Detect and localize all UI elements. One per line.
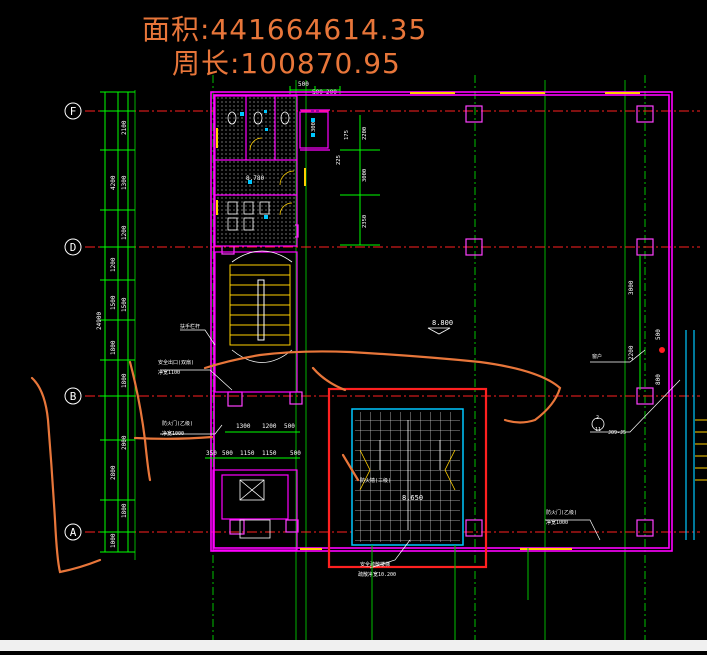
dim-left-in-7: 1800 — [121, 503, 128, 518]
shaft-dim-2: 300 — [311, 122, 317, 132]
stair-curve-bottom — [231, 349, 293, 363]
grid-solid-lines — [134, 80, 626, 640]
note-fire-door: 防火门(乙级) — [162, 420, 193, 427]
note-ramp: 安全出口(双扇) — [158, 359, 194, 366]
axis-label-d: D — [70, 241, 77, 254]
axis-label-a: A — [70, 526, 77, 539]
elev-dim-1: 350 — [206, 450, 217, 457]
left-dim-texts: 24900 4200 1200 1500 1800 2800 1000 2100… — [96, 120, 128, 548]
note-right: 防火门(乙级) — [546, 509, 577, 516]
bottom-green-lines — [371, 545, 529, 640]
elevator-car — [239, 479, 271, 539]
toilet-fixtures — [227, 111, 295, 231]
axis-bubbles — [64, 102, 82, 541]
core-level: 8.650 — [402, 494, 423, 502]
elev-dim-2: 500 — [222, 450, 233, 457]
dim-left-seg-3: 1500 — [110, 295, 117, 310]
dim-left-in-5: 1800 — [121, 373, 128, 388]
right-stair — [695, 419, 707, 481]
dim-left-in-3: 1200 — [121, 225, 128, 240]
dim-left-seg-6: 1000 — [110, 533, 117, 548]
red-marker — [659, 347, 665, 353]
right-dim-1: 3000 — [628, 280, 635, 295]
dim-left-seg-5: 2800 — [110, 465, 117, 480]
toilet-level: 8.780 — [246, 175, 264, 182]
shaft-dim-5: 3000 — [362, 169, 368, 182]
note-ramp-sub: 净宽1100 — [158, 369, 180, 376]
dim-left-seg-1: 4200 — [110, 175, 117, 190]
stair-dim-1: 1300 — [236, 423, 251, 430]
shaft-dim-1: 175 — [344, 130, 350, 140]
note-ref-c: J09-J5 — [608, 430, 626, 436]
top-dim-texts: 500 500 200 — [298, 81, 337, 96]
shaft-dim-lines — [340, 115, 380, 246]
right-dims: 3000 2200 500 800 — [628, 280, 662, 385]
toilet-cyan-marks — [240, 110, 315, 219]
note-window: 窗户 — [592, 353, 602, 360]
shaft-dims: 175 300 225 2200 3000 2350 — [311, 122, 368, 228]
left-dimension-lines — [100, 91, 135, 553]
core-inner — [359, 420, 456, 530]
area-readout: 面积:441664614.35 — [142, 13, 428, 46]
elevator-dims: 350 500 1150 1150 500 — [206, 450, 301, 457]
status-strip — [0, 640, 707, 651]
shaft-dim-6: 2350 — [362, 215, 368, 228]
core-note: 防火墙(三级) — [360, 477, 391, 484]
highlight-box — [327, 387, 488, 569]
right-structure — [685, 330, 695, 540]
dim-left-in-2: 1300 — [121, 175, 128, 190]
toilet-yellow-marks — [216, 128, 306, 215]
main-level-triangle — [427, 327, 451, 335]
main-level: 8.800 — [432, 319, 453, 327]
detail-ref-circle — [591, 417, 605, 431]
note-bottom: 安全疏散楼梯 — [360, 561, 390, 568]
shaft-dim-3: 225 — [336, 155, 342, 165]
note-handrail: 扶手栏杆 — [180, 323, 200, 330]
window-strips — [300, 92, 640, 550]
freehand-markup — [30, 350, 562, 574]
note-ref-a: 2 — [596, 415, 599, 421]
shaft-dim-4: 2200 — [362, 127, 368, 140]
elev-dim-3: 1150 — [240, 450, 255, 457]
stair-dim-3: 500 — [284, 423, 295, 430]
right-dim-3: 500 — [655, 329, 662, 340]
dim-left-seg-2: 1200 — [110, 257, 117, 272]
dim-top-1: 500 — [298, 81, 309, 88]
dim-left-in-1: 2100 — [121, 120, 128, 135]
axis-label-f: F — [70, 105, 77, 118]
leader-lines — [160, 329, 681, 569]
stair-walls — [214, 251, 298, 393]
dim-left-in-4: 1500 — [121, 297, 128, 312]
stair-dim-2: 1200 — [262, 423, 277, 430]
note-right-sub: 净宽1000 — [546, 519, 568, 526]
elev-dim-4: 1150 — [262, 450, 277, 457]
elevator — [212, 469, 298, 551]
perimeter-readout: 周长:100870.95 — [172, 47, 401, 80]
note-fire-door-sub: 净宽1000 — [162, 430, 184, 437]
toilet-hatch — [215, 96, 295, 246]
axis-label-b: B — [70, 390, 77, 403]
toilet-walls — [214, 95, 330, 247]
dim-left-in-6: 2000 — [121, 435, 128, 450]
right-dim-4: 800 — [655, 374, 662, 385]
columns — [221, 105, 654, 537]
dim-left-seg-4: 1800 — [110, 340, 117, 355]
dim-left-total: 24900 — [96, 312, 103, 330]
note-bottom-sub: 疏散净宽10.200 — [358, 571, 396, 578]
stair — [229, 264, 291, 346]
elev-dim-5: 500 — [290, 450, 301, 457]
core-tiles — [355, 412, 460, 542]
stair-curve — [231, 250, 293, 263]
core-walls — [351, 408, 464, 546]
stair-dims: 1300 1200 500 — [236, 423, 295, 430]
right-dim-2: 2200 — [628, 345, 635, 360]
